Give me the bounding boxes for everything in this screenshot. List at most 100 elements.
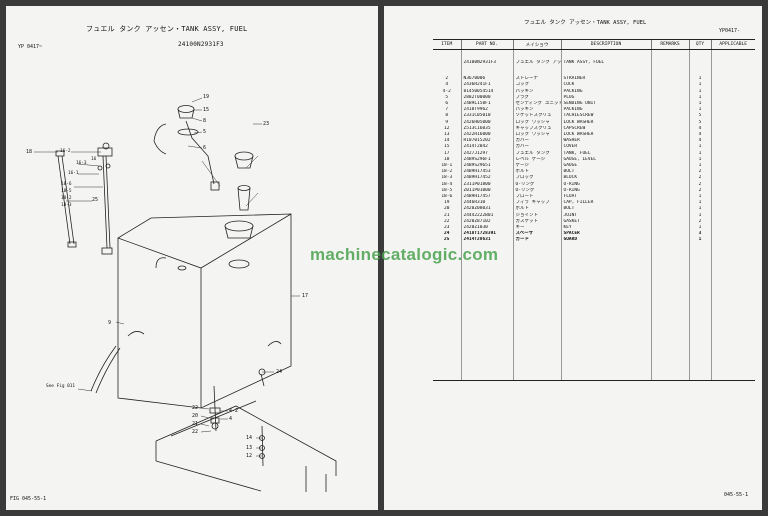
model-code: YP0417- bbox=[719, 28, 741, 34]
cell-applicable bbox=[710, 125, 755, 133]
cell-applicable bbox=[710, 119, 755, 126]
cell-applicable bbox=[710, 156, 755, 164]
callout-label: 25 bbox=[92, 197, 99, 203]
cell-item: 24 bbox=[444, 231, 450, 237]
cell-remarks bbox=[650, 169, 689, 176]
assembly-row: 24100N2931F3 フュエル タンク アッセン TANK ASSY, FU… bbox=[433, 60, 755, 67]
assembly-description: TANK ASSY, FUEL bbox=[560, 60, 651, 67]
cell-item: 18-6 bbox=[441, 194, 453, 200]
cell-name-jp: ガスケット bbox=[512, 218, 561, 226]
fuel-tank-diagram bbox=[34, 97, 337, 492]
cell-remarks bbox=[650, 212, 689, 219]
empty-row bbox=[433, 268, 755, 275]
cell-item: 7 bbox=[445, 107, 449, 113]
cell-qty: 1 bbox=[688, 82, 711, 89]
cell-description: LOCK WASHER bbox=[560, 132, 651, 139]
cell-applicable bbox=[710, 218, 755, 226]
cell-remarks bbox=[650, 237, 689, 244]
cell-item: 18-2 bbox=[441, 169, 453, 175]
cell-part-no: 2420Z1030 bbox=[460, 225, 513, 232]
cell-qty: 4 bbox=[688, 132, 711, 139]
cell-description: O-RING bbox=[560, 187, 651, 195]
empty-row bbox=[433, 330, 755, 337]
cell-part-no: 2427J1297 bbox=[460, 150, 513, 157]
cell-part-no: 24B9H17457 bbox=[460, 194, 513, 201]
callout-label: 18-3 bbox=[61, 203, 72, 208]
cell-remarks bbox=[650, 138, 689, 145]
cell-remarks bbox=[650, 101, 689, 108]
cell-part-no: R107015202 bbox=[460, 138, 513, 145]
cell-description: KEY bbox=[560, 225, 651, 232]
cell-name-jp: ボルト bbox=[512, 169, 561, 176]
cell-qty: 1 bbox=[688, 107, 711, 114]
cell-applicable bbox=[710, 88, 755, 95]
callout-label: 16 bbox=[91, 157, 97, 162]
empty-row bbox=[433, 336, 755, 343]
empty-row bbox=[433, 293, 755, 300]
cell-description: SPACER bbox=[560, 231, 651, 238]
cell-name-jp: プラグ bbox=[512, 94, 561, 102]
cell-item: 8 bbox=[445, 113, 449, 119]
cell-description: JOINT bbox=[560, 212, 651, 219]
cell-remarks bbox=[650, 76, 689, 83]
callout-label: 8 bbox=[203, 118, 207, 124]
col-header-part-no: PART NO. bbox=[460, 39, 513, 50]
model-range: YP 0417~ bbox=[18, 44, 43, 50]
callout-label: 17 bbox=[302, 293, 309, 299]
cell-description: BOLT bbox=[560, 169, 651, 176]
cell-description: FLOAT bbox=[560, 194, 651, 201]
cell-description: SENDING UNIT bbox=[560, 101, 651, 108]
cell-description: WASHER bbox=[560, 138, 651, 145]
empty-row bbox=[433, 311, 755, 318]
cell-remarks bbox=[650, 144, 689, 151]
callout-label: 22 bbox=[192, 405, 199, 411]
empty-row bbox=[433, 274, 755, 281]
cell-name-jp: スペーサ bbox=[512, 231, 561, 238]
see-figure-reference: See Fig 011 bbox=[46, 384, 76, 389]
cell-name-jp: キー bbox=[512, 225, 561, 232]
cell-remarks bbox=[650, 88, 689, 95]
empty-row bbox=[433, 305, 755, 312]
col-header-applicable: APPLICABLE bbox=[710, 39, 755, 50]
cell-description: CAP, FILLER bbox=[560, 200, 651, 207]
cell-item: 12 bbox=[444, 125, 450, 131]
cell-qty: 1 bbox=[688, 212, 711, 219]
cell-description: BOLT bbox=[560, 206, 651, 213]
callout-label: 5 bbox=[203, 129, 207, 135]
cell-name-jp: カバー bbox=[512, 144, 561, 151]
cell-applicable bbox=[710, 237, 755, 244]
cell-part-no: Z513C16035 bbox=[460, 125, 513, 133]
cell-qty: 1 bbox=[688, 144, 711, 151]
empty-row bbox=[433, 299, 755, 306]
cell-applicable bbox=[710, 175, 755, 182]
cell-name-jp: ボルト bbox=[512, 206, 561, 213]
cell-description: BLOCK bbox=[560, 175, 651, 182]
cell-name-jp: レベル ゲージ bbox=[512, 156, 561, 164]
assembly-part-number: 24100N2931F3 bbox=[178, 41, 224, 48]
cell-qty: 1 bbox=[688, 76, 711, 83]
cell-remarks bbox=[650, 107, 689, 114]
cell-item: 18-4 bbox=[441, 181, 453, 187]
col-header-name-jp: メイショウ bbox=[512, 39, 561, 50]
cell-qty: 1 bbox=[688, 163, 711, 170]
cell-applicable bbox=[710, 169, 755, 176]
cell-qty: 5 bbox=[688, 113, 711, 120]
cell-remarks bbox=[650, 82, 689, 89]
callout-label: 15 bbox=[203, 107, 210, 113]
cell-remarks bbox=[650, 206, 689, 213]
cell-part-no: 2436R241F1 bbox=[460, 82, 513, 89]
empty-row bbox=[433, 367, 755, 374]
cell-part-no: Z331C05010 bbox=[460, 113, 513, 120]
cell-item: 14 bbox=[444, 138, 450, 144]
cell-item: 4-2 bbox=[442, 88, 451, 94]
cell-part-no: Z311P01800 bbox=[460, 181, 513, 188]
cell-description: TANK, FUEL bbox=[560, 150, 651, 157]
